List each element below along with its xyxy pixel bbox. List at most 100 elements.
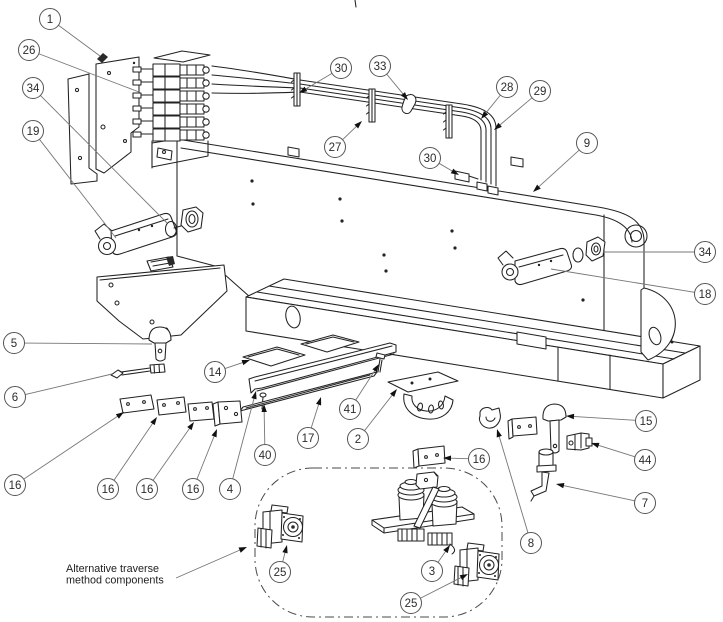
leader-line: [572, 415, 636, 421]
balloon-circle: [635, 410, 657, 432]
balloon-circle: [3, 332, 25, 354]
balloon-number: 16: [473, 454, 486, 466]
balloon-number: 17: [302, 433, 315, 445]
balloon-number: 4: [227, 484, 234, 496]
lower-left-bracket: [96, 256, 228, 340]
leader-arrowhead: [389, 389, 397, 397]
balloon-number: 41: [344, 404, 357, 416]
hydraulic-tubes: [211, 65, 499, 196]
leader-arrowhead: [282, 545, 288, 554]
callout-30: 30: [299, 57, 352, 93]
balloon-number: 34: [27, 83, 40, 95]
valve-44: [566, 432, 593, 451]
tube-fitting: [454, 170, 470, 183]
o-ring: [164, 220, 178, 238]
leader-line: [342, 125, 358, 141]
leader-line: [25, 373, 113, 396]
lanyard: [110, 363, 166, 379]
pin-40: [259, 392, 267, 398]
angle-bar: [248, 342, 397, 410]
leader-line: [232, 397, 255, 479]
balloon-number: 1: [47, 14, 53, 26]
callout-25: 25: [269, 545, 291, 583]
balloon-circle: [22, 77, 44, 99]
leader-line: [38, 53, 140, 93]
leader-arrowhead: [372, 364, 379, 373]
balloon-circle: [324, 136, 346, 158]
plug: [585, 236, 606, 262]
leader-line: [364, 394, 394, 431]
leader-arrowhead: [443, 455, 452, 461]
balloon-number: 15: [640, 416, 653, 428]
balloon-circle: [136, 478, 158, 500]
top-edge-tick: [354, 0, 357, 8]
leader-line: [438, 162, 454, 172]
callout-17: 17: [297, 397, 322, 449]
callout-19: 19: [22, 120, 117, 239]
o-ring: [572, 247, 584, 263]
leader-line: [113, 422, 154, 481]
balloon-circle: [254, 444, 276, 466]
leader-arrowhead: [459, 574, 468, 581]
leader-line: [282, 551, 286, 562]
balloon-circle: [39, 8, 61, 30]
balloon-number: 27: [329, 142, 342, 154]
leader-line: [263, 410, 266, 445]
leader-line: [498, 435, 529, 534]
balloon-circle: [18, 39, 40, 61]
callout-6: 6: [4, 373, 113, 408]
leader-line: [437, 550, 447, 563]
alternative-components: [254, 467, 503, 618]
balloon-circle: [529, 80, 551, 102]
callout-18: 18: [550, 268, 716, 305]
balloon-circle: [520, 532, 542, 554]
leader-line: [355, 369, 376, 401]
leader-line: [40, 95, 168, 224]
leader-arrowhead: [354, 121, 362, 129]
balloon-circle: [419, 147, 441, 169]
callout-9: 9: [533, 132, 598, 192]
leader-line: [420, 576, 462, 599]
clip-8: [478, 407, 501, 429]
balloon-circle: [421, 560, 443, 582]
loose-clamp: [401, 94, 417, 115]
leader-line: [485, 94, 501, 114]
leader-arrowhead: [450, 168, 459, 175]
callout-7: 7: [556, 483, 656, 514]
leader-arrowhead: [533, 184, 541, 192]
balloon-circle: [4, 386, 26, 408]
wear-pads: [242, 334, 360, 367]
balloon-circle: [97, 478, 119, 500]
balloon-number: 5: [11, 338, 17, 350]
balloon-circle: [219, 478, 241, 500]
shim-plate-16e: [412, 445, 446, 469]
balloon-circle: [269, 561, 291, 583]
callout-14: 14: [204, 360, 250, 383]
balloon-circle: [22, 120, 44, 142]
balloon-number: 19: [27, 126, 40, 138]
balloon-number: 33: [374, 61, 387, 73]
balloon-circle: [297, 427, 319, 449]
motor-25-right: [453, 542, 500, 587]
balloon-number: 16: [9, 480, 22, 492]
balloon-number: 28: [501, 82, 514, 94]
note: Alternative traverse method components: [66, 547, 247, 587]
balloon-number: 7: [642, 498, 648, 510]
leader-arrowhead: [481, 111, 489, 119]
leader-line: [304, 72, 333, 90]
latch-block: [146, 256, 174, 272]
leader-line: [39, 139, 117, 239]
shim-plate-right: [507, 416, 538, 440]
leader-arrowhead: [566, 413, 575, 420]
balloon-circle: [204, 361, 226, 383]
threaded-boss: [180, 206, 204, 233]
machine-line-art: [67, 0, 701, 618]
leader-line: [23, 415, 119, 480]
callout-1: 1: [39, 8, 101, 57]
callout-34: 34: [603, 241, 716, 263]
traverse-bracket: [387, 371, 459, 420]
balloon-circle: [496, 76, 518, 98]
leader-line: [310, 403, 320, 429]
leader-arrowhead: [591, 442, 600, 448]
